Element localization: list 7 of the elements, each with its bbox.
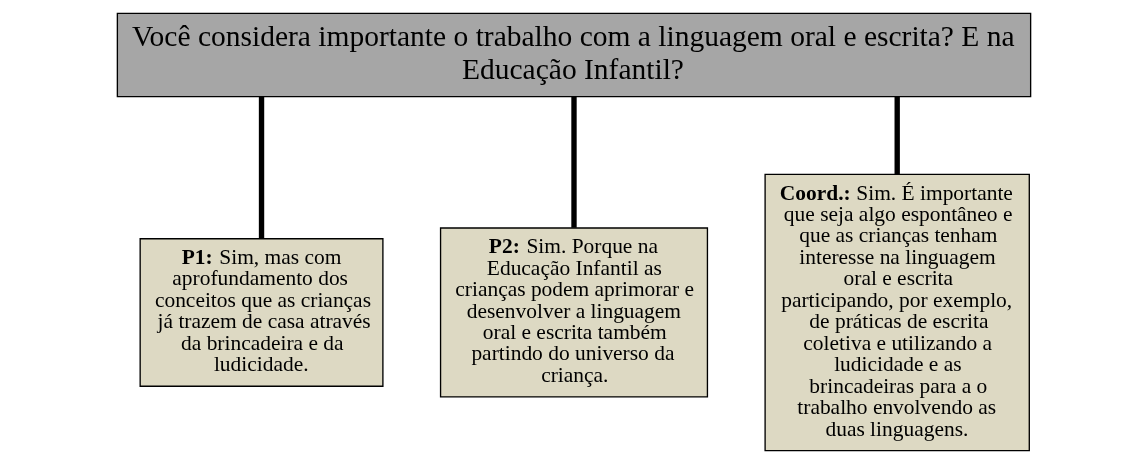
- connector: [570, 96, 577, 228]
- connector: [894, 96, 900, 175]
- connector: [258, 96, 264, 239]
- node-box: Coord.: Sim. É importante que seja algo espontâneo e que as crianças tenham interesse na linguagem oral e escrita participando, por exemplo, de práticas de escrita coletiva e utilizando a ludicidade e as brincadeiras para a o trabalho envolvendo as duas linguagens.: [763, 173, 1030, 452]
- node-box: P1: Sim, mas com aprofundamento dos conceitos que as crianças já trazem de casa através da brincadeira e da ludicidade.: [139, 238, 384, 387]
- node-box: Você considera importante o trabalho com a linguagem oral e escrita? E na Educação Infantil?: [116, 12, 1031, 98]
- node-box: P2: Sim. Porque na Educação Infantil as crianças podem aprimorar e desenvolver a linguagem oral e escrita também partindo do universo da criança.: [439, 227, 708, 398]
